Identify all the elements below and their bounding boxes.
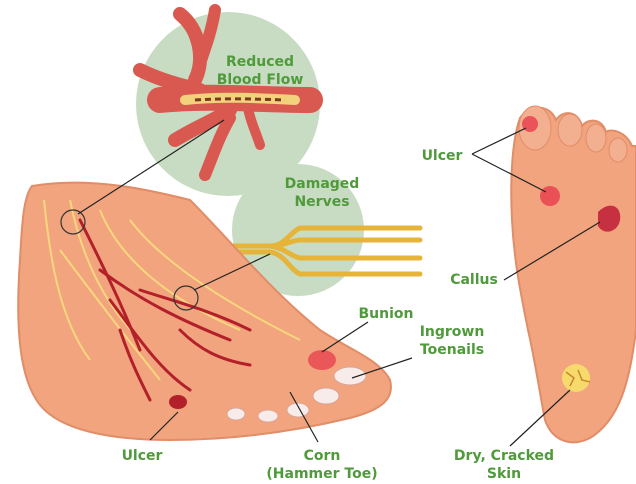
corn-label-line1: Corn	[304, 448, 341, 464]
sole-ulcer-mark	[540, 186, 560, 206]
dry-cracked-label-line1: Dry, Cracked	[454, 448, 554, 464]
ingrown-label-line1: Ingrown	[420, 324, 485, 340]
toe-ulcer-mark	[522, 116, 538, 132]
side-ulcer-label: Ulcer	[122, 448, 163, 464]
callus-label: Callus	[450, 272, 498, 288]
skin-label-line2: Skin	[487, 466, 521, 482]
nerves-label-line2: Nerves	[294, 194, 349, 210]
sole-ulcer-label: Ulcer	[422, 148, 463, 164]
side-ulcer-mark	[169, 395, 187, 409]
damaged-label-line1: Damaged	[285, 176, 360, 192]
toenails-label-line2: Toenails	[420, 342, 484, 358]
reduced-label-line1: Reduced	[226, 54, 294, 70]
bunion-mark	[308, 350, 336, 370]
cracked-skin-mark	[562, 364, 590, 392]
blood-flow-label-line2: Blood Flow	[217, 72, 304, 88]
sole-foot	[511, 106, 636, 442]
bunion-label: Bunion	[359, 306, 414, 322]
hammer-toe-label-line2: (Hammer Toe)	[266, 466, 377, 482]
